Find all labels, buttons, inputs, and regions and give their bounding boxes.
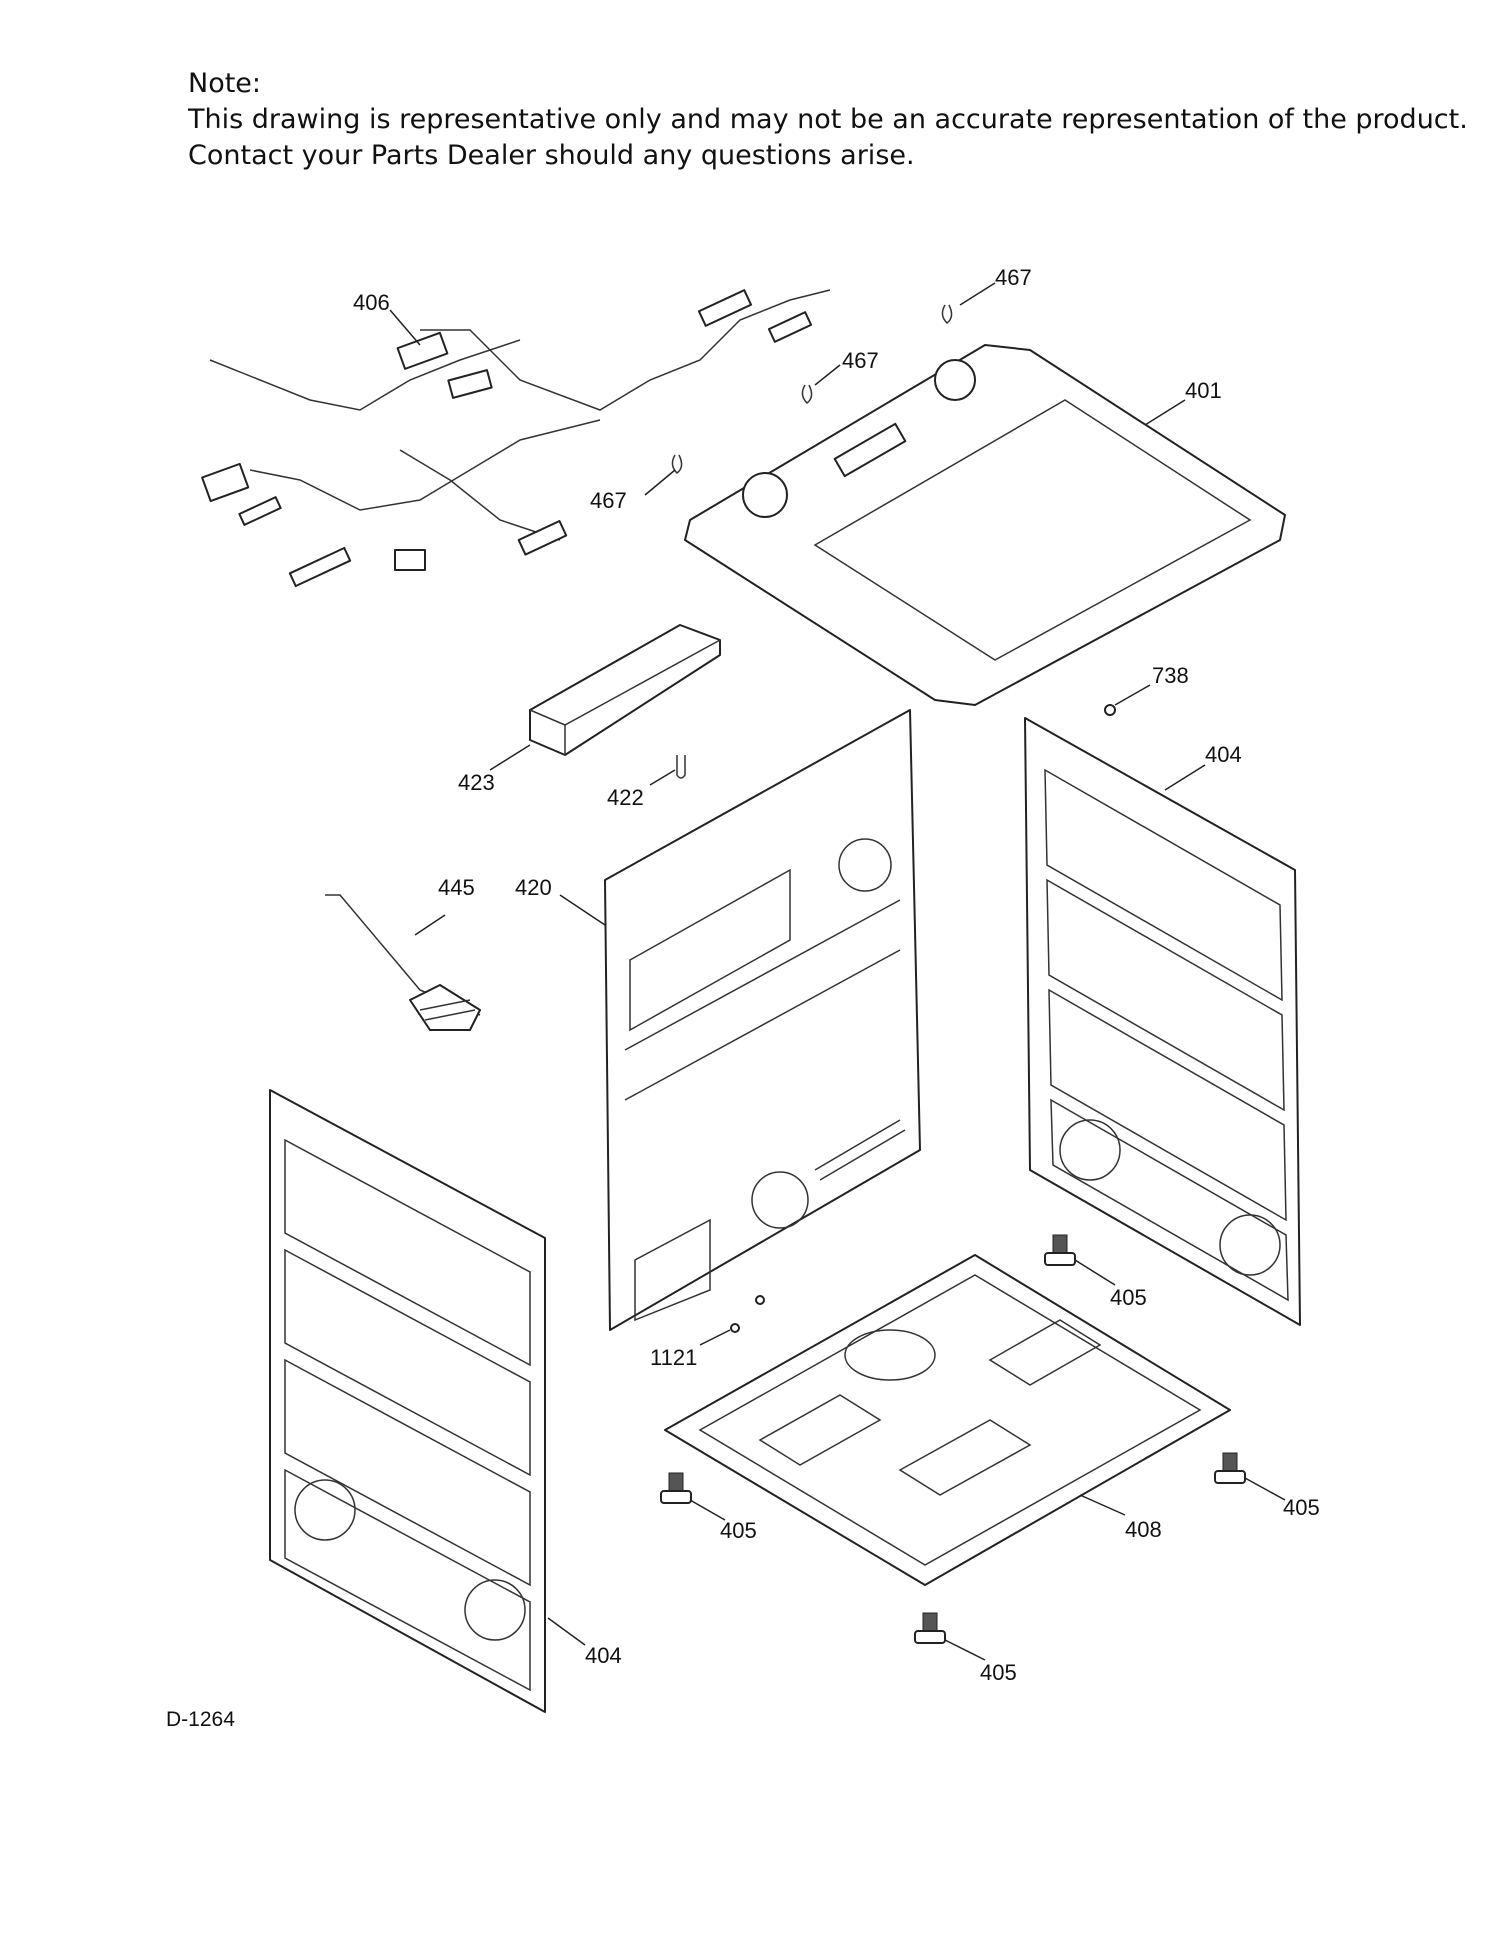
side-panel-right-part[interactable] bbox=[1024, 717, 1301, 1326]
wire-harness-part[interactable] bbox=[201, 289, 831, 588]
spring-part[interactable] bbox=[676, 755, 686, 779]
note-block: Note: This drawing is representative onl… bbox=[188, 66, 1468, 174]
callout-423: 423 bbox=[458, 770, 495, 795]
leveler-part-bottom[interactable] bbox=[914, 1612, 946, 1644]
screw-part[interactable] bbox=[1104, 704, 1116, 716]
callout-422: 422 bbox=[607, 785, 644, 810]
callout-406: 406 bbox=[353, 290, 390, 315]
note-line-1: This drawing is representative only and … bbox=[188, 104, 1468, 135]
oven-body-part[interactable] bbox=[604, 709, 921, 1331]
callout-404-right: 404 bbox=[1205, 742, 1242, 767]
clip-part-top[interactable] bbox=[941, 304, 953, 324]
callout-408: 408 bbox=[1125, 1517, 1162, 1542]
callout-405-right: 405 bbox=[1283, 1495, 1320, 1520]
callout-1121: 1121 bbox=[650, 1345, 697, 1370]
callout-405-upper: 405 bbox=[1110, 1285, 1147, 1310]
leveler-part-left[interactable] bbox=[660, 1472, 692, 1504]
heat-shield-part[interactable] bbox=[529, 624, 721, 756]
leveler-part-upper-right[interactable] bbox=[1044, 1234, 1076, 1266]
leveler-part-right[interactable] bbox=[1214, 1452, 1246, 1484]
callout-401: 401 bbox=[1185, 378, 1222, 403]
note-title: Note: bbox=[188, 68, 262, 99]
side-panel-left-part[interactable] bbox=[269, 1089, 546, 1713]
note-line-2: Contact your Parts Dealer should any que… bbox=[188, 140, 915, 171]
callout-420: 420 bbox=[515, 875, 552, 900]
cooktop-part[interactable] bbox=[684, 344, 1286, 706]
callout-738: 738 bbox=[1152, 663, 1189, 688]
callout-404-left: 404 bbox=[585, 1643, 622, 1668]
diagram-id: D-1264 bbox=[166, 1708, 235, 1731]
base-part[interactable] bbox=[664, 1254, 1231, 1586]
heating-element-part[interactable] bbox=[325, 894, 481, 1031]
clip-part-left[interactable] bbox=[671, 454, 683, 474]
callout-405-bottom: 405 bbox=[980, 1660, 1017, 1685]
callout-467-left: 467 bbox=[590, 488, 627, 513]
callout-467-mid: 467 bbox=[842, 348, 879, 373]
callout-405-left: 405 bbox=[720, 1518, 757, 1543]
callout-467-top: 467 bbox=[995, 265, 1032, 290]
callout-445: 445 bbox=[438, 875, 475, 900]
clip-part-middle[interactable] bbox=[801, 384, 813, 404]
screws-part[interactable] bbox=[730, 1295, 765, 1333]
